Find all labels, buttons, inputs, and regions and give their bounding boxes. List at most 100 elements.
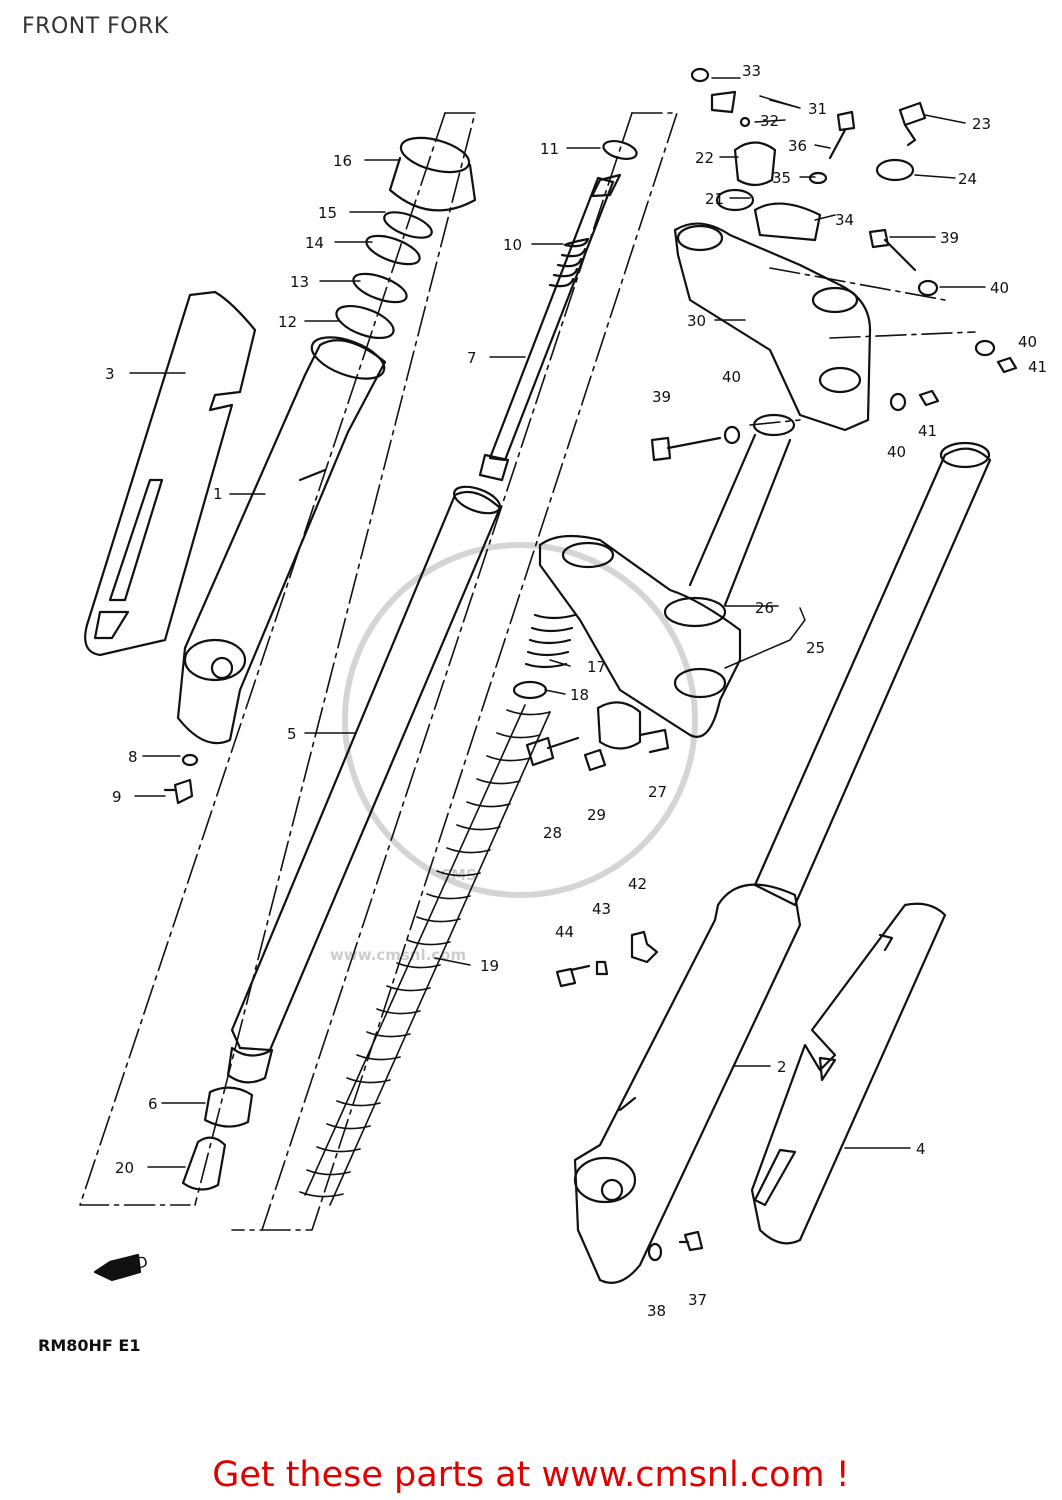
oil-seal-12: [335, 304, 395, 340]
callout-19: 19: [480, 957, 499, 975]
plate-31: [710, 90, 737, 114]
bracket-27: [596, 701, 670, 754]
callout-25: 25: [806, 639, 825, 657]
bolt-23: [898, 101, 927, 147]
screw-33: [690, 67, 710, 83]
callout-3: 3: [105, 365, 115, 383]
washer-14: [365, 234, 421, 266]
callout-43: 43: [592, 900, 611, 918]
callout-24: 24: [958, 170, 977, 188]
dust-seal-16: [388, 136, 477, 212]
callout-8: 8: [128, 748, 138, 766]
callout-22: 22: [695, 149, 714, 167]
gasket-8: [181, 753, 199, 767]
callout-11: 11: [540, 140, 559, 158]
leader-lines: [129, 77, 986, 1168]
washer-40-c: [723, 425, 741, 445]
callout-41-b: 41: [918, 422, 937, 440]
callout-30: 30: [687, 312, 706, 330]
washer-40-d: [889, 392, 907, 412]
footer-link[interactable]: Get these parts at www.cmsnl.com !: [212, 1455, 850, 1495]
callout-20: 20: [115, 1159, 134, 1177]
callout-32: 32: [760, 112, 779, 130]
callout-31: 31: [808, 100, 827, 118]
washer-24: [875, 158, 915, 182]
callout-44: 44: [555, 923, 574, 941]
steering-stem-25: [538, 413, 796, 738]
exploded-axis-lines: [79, 112, 976, 1231]
washer-29: [583, 748, 607, 772]
callout-13: 13: [290, 273, 309, 291]
callout-10: 10: [503, 236, 522, 254]
callout-1: 1: [213, 485, 223, 503]
callout-41-a: 41: [1028, 358, 1047, 376]
ring-13: [352, 272, 408, 304]
callout-39-upper: 39: [940, 229, 959, 247]
ring-11: [602, 140, 638, 160]
callout-33: 33: [742, 62, 761, 80]
fwd-label: FWD: [111, 1252, 149, 1278]
rebound-spring-10: [548, 237, 590, 288]
seat-20: [181, 1136, 227, 1191]
watermark-url: www.cmsnl.com: [330, 946, 466, 964]
callout-38: 38: [647, 1302, 666, 1320]
spring-17: [524, 613, 577, 669]
callout-40-b: 40: [1018, 333, 1037, 351]
left-fork-guard: [84, 290, 257, 657]
pin-32: [739, 116, 751, 128]
callout-labels: 3 1 5 6 20 8 9 12 13 14 15 16 11 10 7 17…: [105, 62, 1047, 1320]
right-fork-guard-4: [750, 902, 947, 1245]
callout-18: 18: [570, 686, 589, 704]
callout-40-d: 40: [887, 443, 906, 461]
drain-screw-9: [163, 778, 194, 805]
upper-bracket-30: [673, 202, 872, 432]
callout-42: 42: [628, 875, 647, 893]
callout-5: 5: [287, 725, 297, 743]
callout-36: 36: [788, 137, 807, 155]
clamp-42: [630, 930, 659, 964]
circlip-15: [383, 211, 433, 239]
ring-21: [715, 188, 755, 212]
callout-37: 37: [688, 1291, 707, 1309]
right-inner-tube: [753, 441, 992, 907]
callout-39-lower: 39: [652, 388, 671, 406]
damper-rod-7: [478, 173, 622, 482]
model-code: RM80HF E1: [38, 1336, 140, 1355]
screw-37: [678, 1230, 704, 1252]
nut-41-b: [918, 389, 940, 407]
bolt-39-upper: [868, 228, 917, 272]
bearing-26: [663, 596, 727, 628]
callout-40-c: 40: [722, 368, 741, 386]
callout-15: 15: [318, 204, 337, 222]
callout-16: 16: [333, 152, 352, 170]
watermark-logo: CMS www.cmsnl.com: [330, 542, 698, 964]
washer-18: [512, 680, 548, 700]
washer-40-a: [917, 279, 939, 297]
callout-21: 21: [705, 190, 724, 208]
callout-23: 23: [972, 115, 991, 133]
inner-tube-5: [226, 485, 502, 1084]
callout-14: 14: [305, 234, 324, 252]
callout-4: 4: [916, 1140, 926, 1158]
bushing-6: [203, 1086, 254, 1128]
bolt-28: [525, 736, 580, 767]
callout-6: 6: [148, 1095, 158, 1113]
callout-29: 29: [587, 806, 606, 824]
callout-28: 28: [543, 824, 562, 842]
callout-12: 12: [278, 313, 297, 331]
washer-40-b: [974, 339, 996, 357]
bolt-39-lower: [650, 436, 722, 462]
screw-44: [555, 964, 591, 988]
callout-2: 2: [777, 1058, 787, 1076]
callout-26: 26: [755, 599, 774, 617]
bolt-36: [828, 110, 856, 160]
callout-35: 35: [772, 169, 791, 187]
callout-40-a: 40: [990, 279, 1009, 297]
nut-41-a: [996, 356, 1018, 374]
fwd-arrow-icon: [93, 1253, 142, 1282]
right-outer-tube-2: [573, 883, 802, 1284]
parts-diagram: CMS www.cmsnl.com: [38, 62, 1047, 1355]
callout-7: 7: [467, 349, 477, 367]
callout-34: 34: [835, 211, 854, 229]
gasket-38: [647, 1242, 663, 1262]
